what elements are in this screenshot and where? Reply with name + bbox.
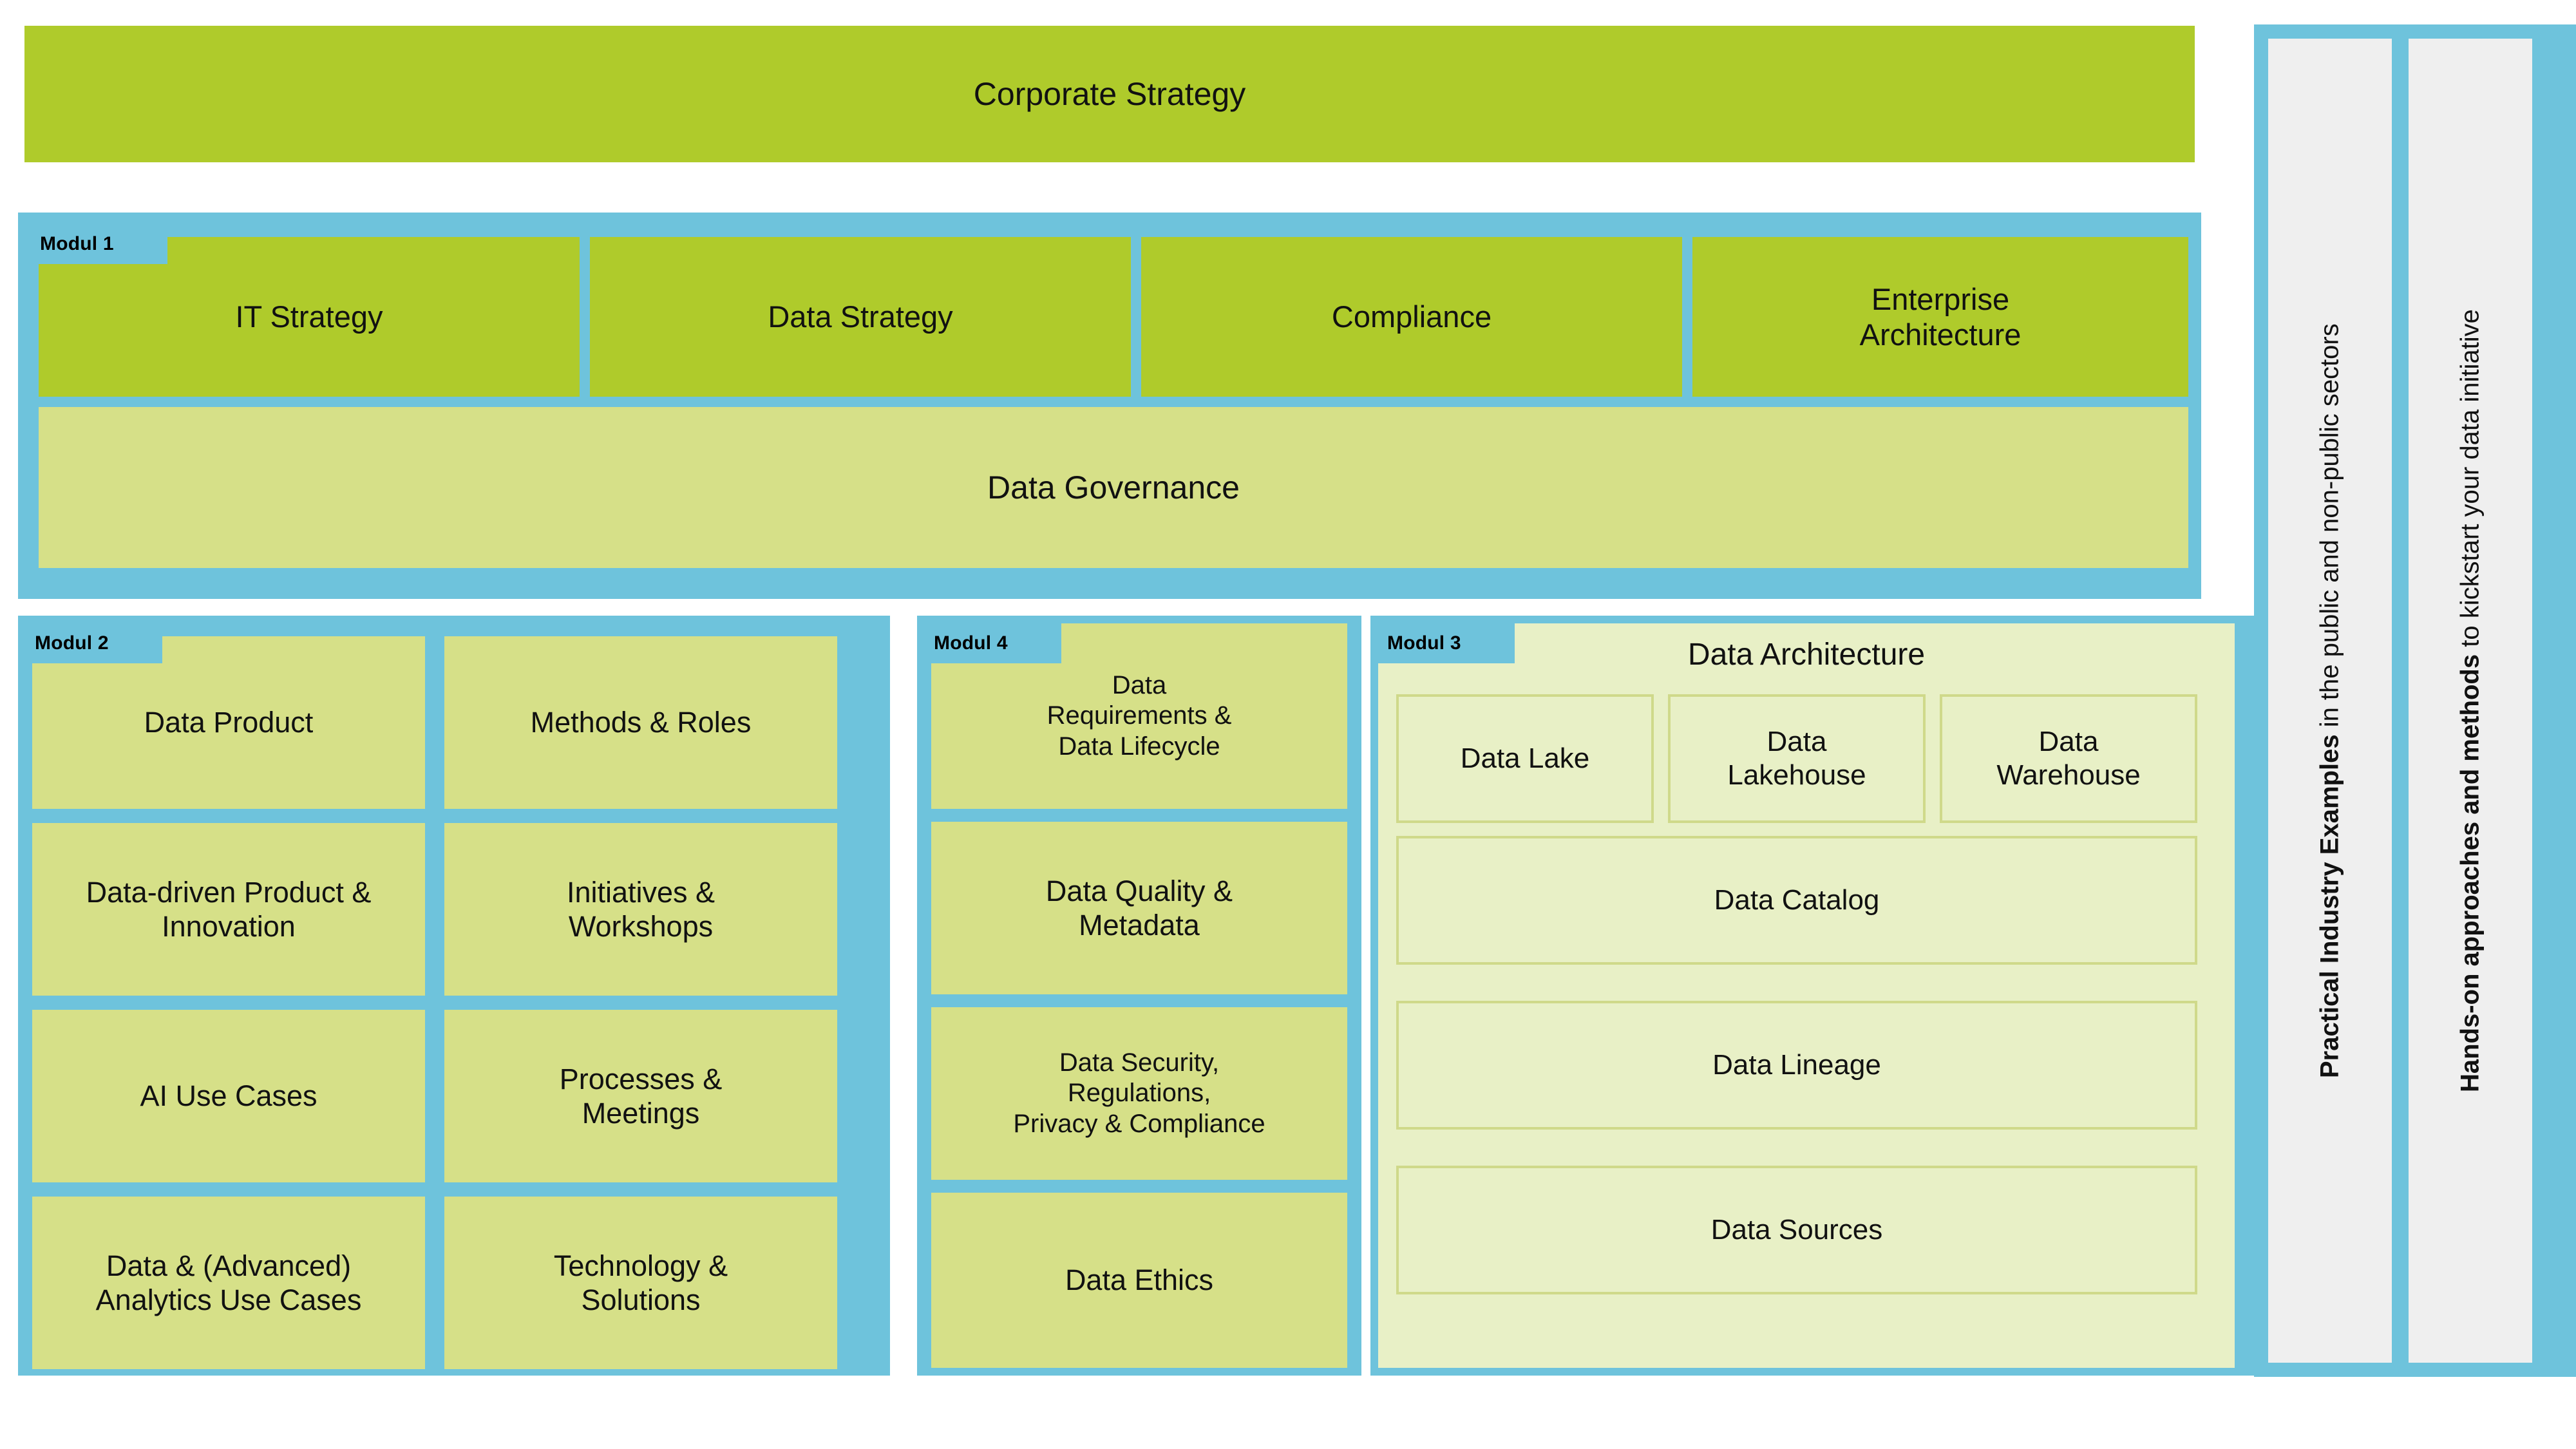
- corporate-strategy-box: Corporate Strategy: [24, 26, 2195, 162]
- methods-roles-box: Methods & Roles: [444, 636, 837, 809]
- modul4-tag: Modul 4: [925, 623, 1061, 663]
- data-quality-metadata-box: Data Quality &Metadata: [931, 822, 1347, 994]
- modul1-tag: Modul 1: [31, 224, 167, 264]
- side-panel-practical-examples: [2268, 39, 2392, 1363]
- hands-on-bold: Hands-on approaches and methods: [2456, 654, 2485, 1092]
- hands-on-regular: to kickstart your data initiative: [2456, 309, 2485, 654]
- data-ethics-box: Data Ethics: [931, 1193, 1347, 1368]
- practical-examples-regular: in the public and non-public sectors: [2315, 323, 2344, 735]
- data-driven-product-innovation-box: Data-driven Product &Innovation: [32, 823, 425, 996]
- practical-examples-label: Practical Industry Examples in the publi…: [2268, 39, 2392, 1363]
- data-strategy-box: Data Strategy: [590, 237, 1131, 397]
- modul2-tag: Modul 2: [26, 623, 162, 663]
- modul3-tag: Modul 3: [1378, 623, 1515, 663]
- data-architecture-title: Data Architecture: [1687, 637, 1926, 672]
- data-sources-box: Data Sources: [1396, 1166, 2197, 1294]
- hands-on-label: Hands-on approaches and methods to kicks…: [2409, 39, 2532, 1363]
- data-governance-box: Data Governance: [39, 407, 2188, 568]
- data-security-regulations-box: Data Security,Regulations,Privacy & Comp…: [931, 1007, 1347, 1180]
- practical-examples-bold: Practical Industry Examples: [2315, 734, 2344, 1078]
- side-panel-hands-on: [2409, 39, 2532, 1363]
- analytics-use-cases-box: Data & (Advanced)Analytics Use Cases: [32, 1197, 425, 1369]
- compliance-box: Compliance: [1141, 237, 1682, 397]
- data-product-box: Data Product: [32, 636, 425, 809]
- initiatives-workshops-box: Initiatives &Workshops: [444, 823, 837, 996]
- data-catalog-box: Data Catalog: [1396, 836, 2197, 965]
- technology-solutions-box: Technology &Solutions: [444, 1197, 837, 1369]
- data-lineage-box: Data Lineage: [1396, 1001, 2197, 1130]
- ai-use-cases-box: AI Use Cases: [32, 1010, 425, 1182]
- processes-meetings-box: Processes &Meetings: [444, 1010, 837, 1182]
- data-lake-box: Data Lake: [1396, 694, 1654, 823]
